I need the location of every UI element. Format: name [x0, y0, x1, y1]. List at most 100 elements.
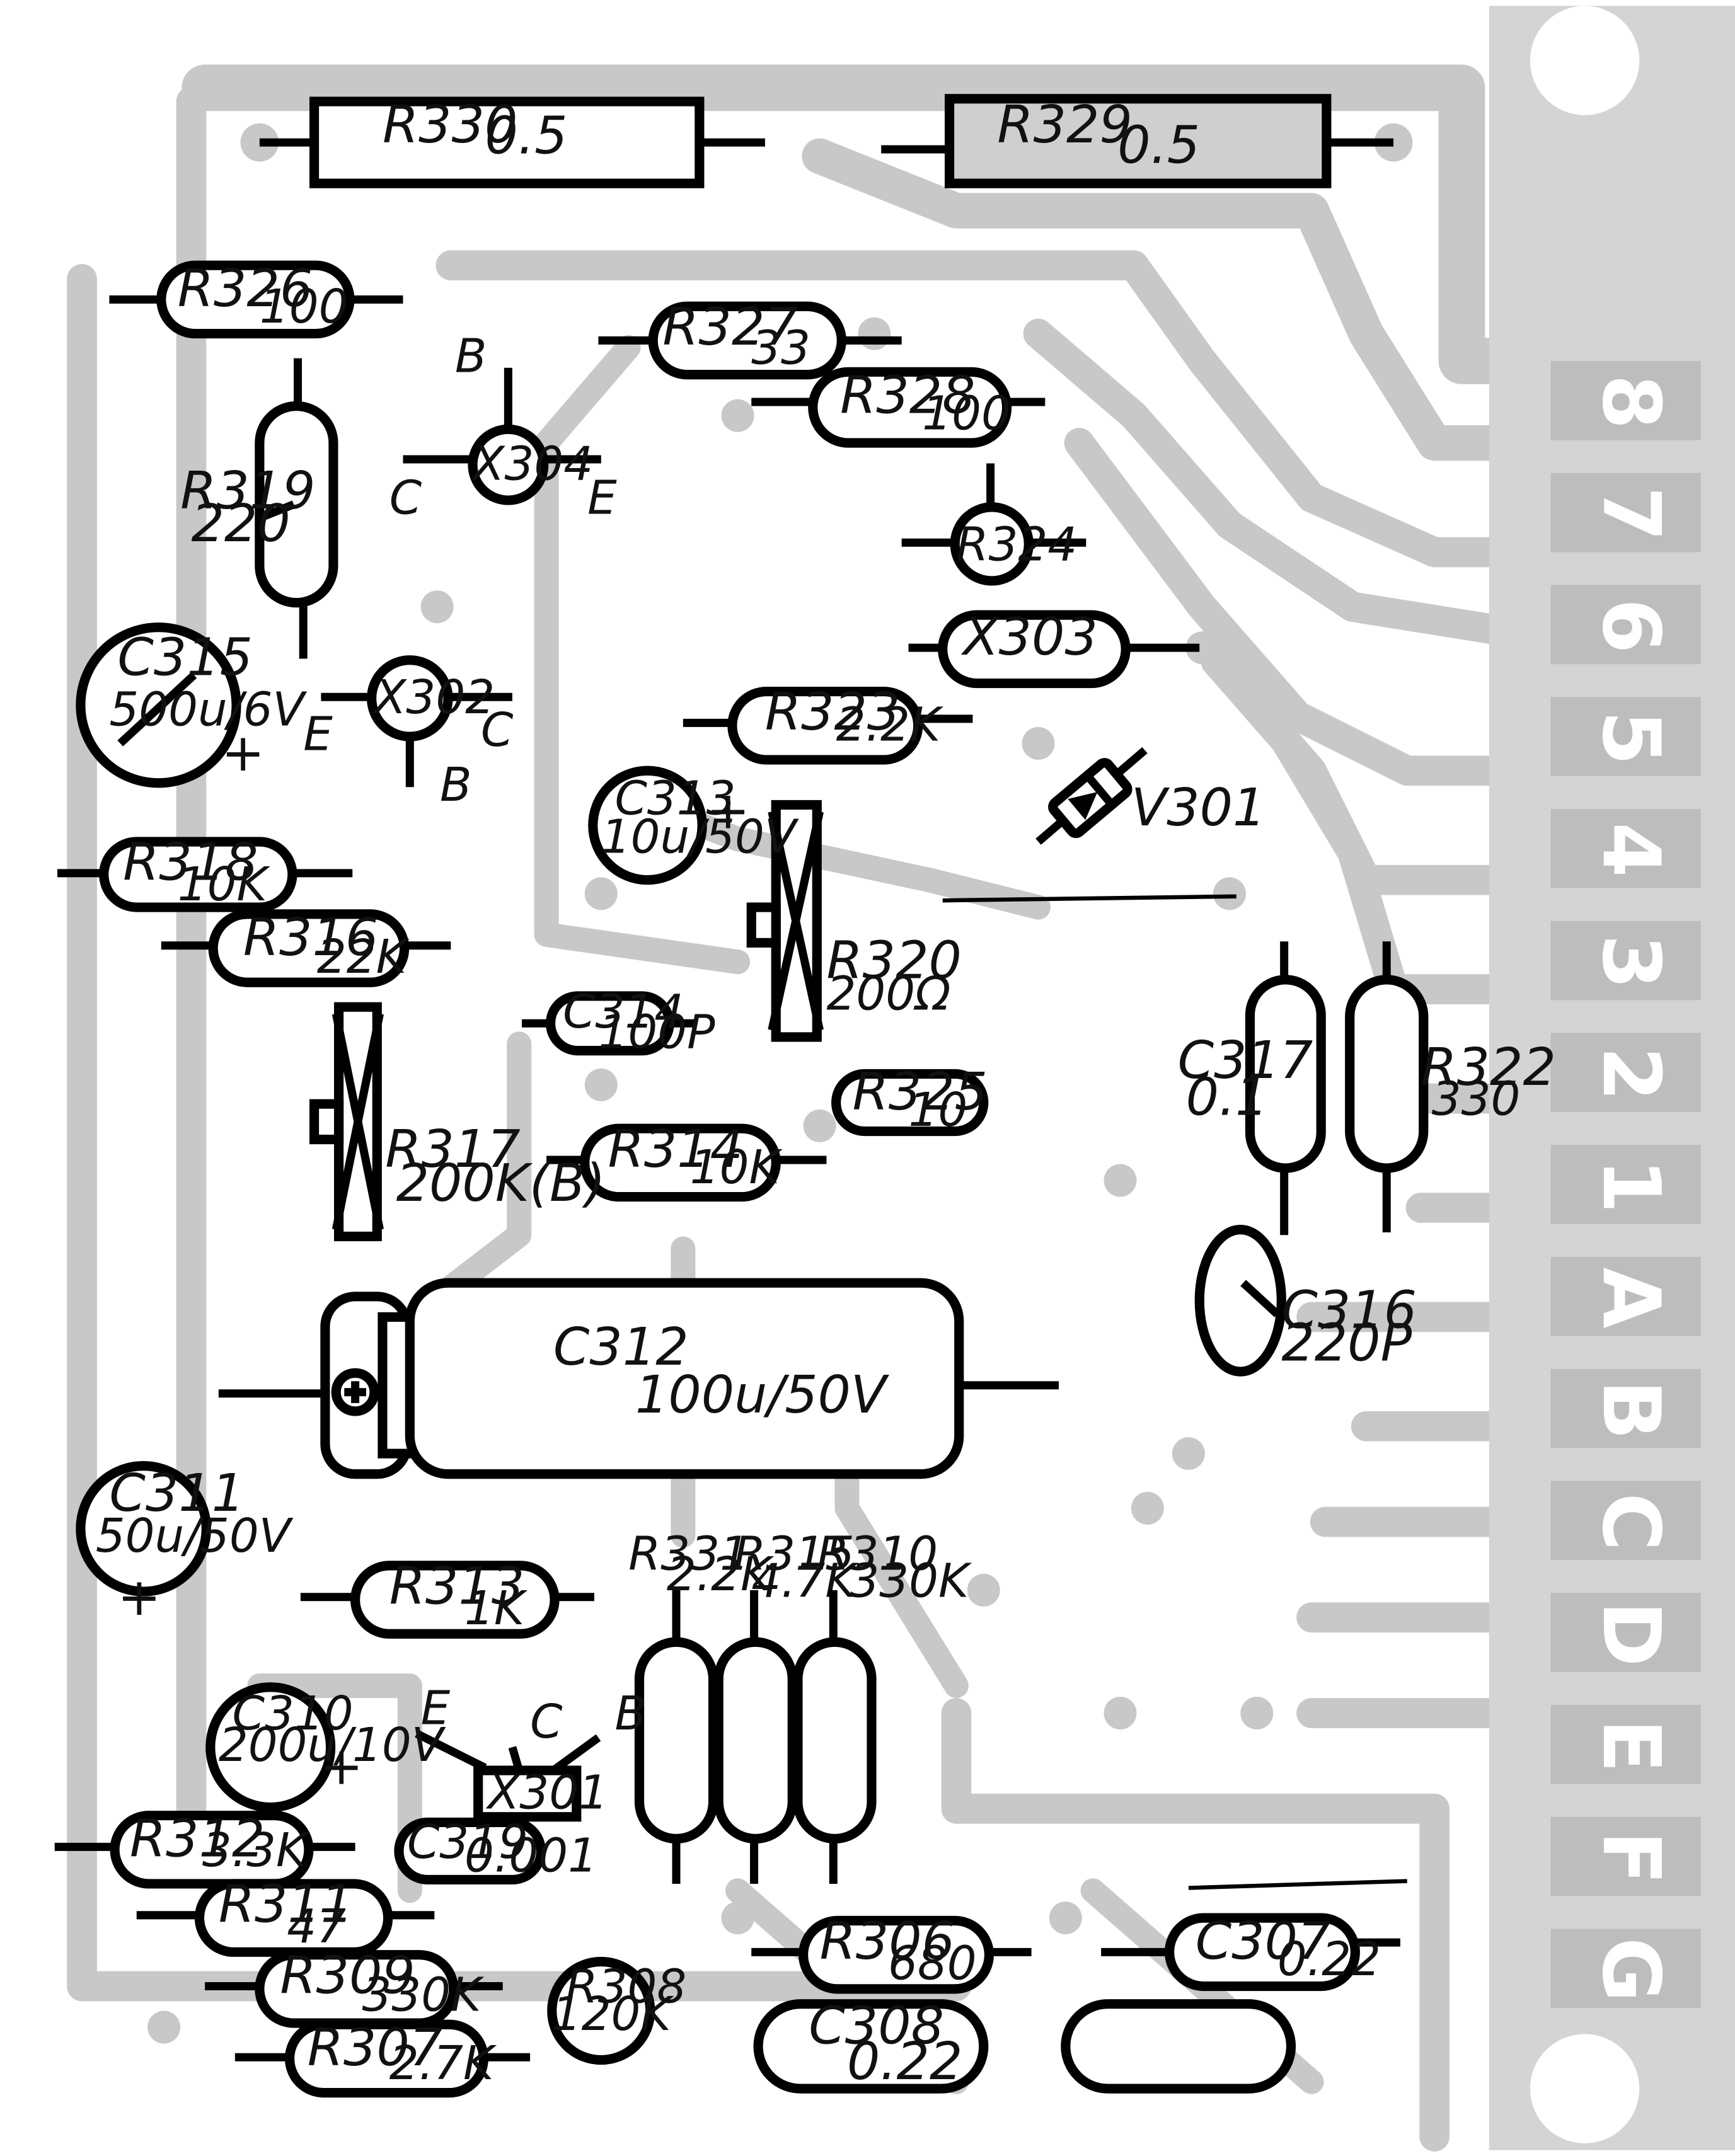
capacitor-c317: R325 10: [831, 1062, 989, 1137]
r312-ref: R312: [130, 1809, 265, 1869]
edge-pin-label: E: [1585, 1719, 1678, 1773]
x302-pin-b: B: [440, 759, 472, 812]
r311-ref: R311: [219, 1875, 354, 1935]
c315-polarity: +: [221, 723, 265, 783]
edge-pin-label: D: [1585, 1601, 1678, 1666]
edge-pin-label: 5: [1585, 710, 1678, 765]
resistor-r319: R319 220: [180, 358, 338, 659]
c313-ref: C313: [614, 772, 735, 826]
capacitor-c315: C315 500u/6V +: [76, 622, 307, 788]
c312-value: 100u/50V: [635, 1365, 890, 1425]
c314-ref: C314: [563, 985, 684, 1039]
resistor-r318: R318 10K: [57, 833, 353, 912]
c310-ref: C310: [233, 1687, 354, 1741]
edge-pin-pad: [1550, 808, 1701, 888]
capacitor-c310: C310 200u/10V +: [205, 1682, 446, 1813]
r330-value: 0.5: [485, 106, 568, 166]
trimmer-r320: R320 200Ω: [746, 800, 962, 1042]
edge-pin-label: B: [1585, 1380, 1678, 1440]
trace-line: [942, 894, 1236, 903]
capacitor-c312: C312 100u/50V +: [218, 1278, 1059, 1479]
r316-ref: R316: [243, 908, 378, 968]
resistor-r315: R315 4.7K: [713, 1527, 859, 1884]
edge-pin-pad: [1550, 920, 1701, 1001]
resistor-r307: R306 680: [751, 1912, 1032, 1994]
resistor-r311: R311 47: [136, 1875, 435, 1957]
x301-pin-b: B: [614, 1687, 647, 1741]
r327-ref: R327: [662, 297, 797, 357]
capacitor-c313: C313 10u/50V +: [588, 765, 799, 885]
edge-pin-label: 7: [1585, 486, 1678, 541]
r314-ref: R322: [1421, 1038, 1555, 1098]
r326-value: 100: [260, 280, 349, 334]
x304-pin-e: E: [587, 472, 617, 525]
edge-pin-pad: [1550, 473, 1701, 553]
r306-ref: C307: [1196, 1912, 1331, 1971]
resistor-r330: R330 0.5: [259, 95, 765, 188]
resistor-r331: R331 2.2K: [628, 1527, 775, 1884]
solder-pads: [147, 123, 1413, 2044]
c315-value: 500u/6V: [109, 684, 307, 737]
x301-pin-c: C: [530, 1695, 563, 1749]
r306-value: 0.22: [1277, 1933, 1381, 1987]
edge-pin-label: F: [1585, 1831, 1678, 1885]
transistor-x303: R324: [901, 463, 1087, 586]
r326-ref: R326: [178, 259, 313, 319]
c319-ref: C319: [407, 1816, 528, 1869]
edge-pin-pad: [1550, 1481, 1701, 1561]
edge-pin-pad: [1550, 1256, 1701, 1336]
capacitor-c316: C316 220P: [1194, 1225, 1417, 1377]
v301-ref: V301: [1131, 778, 1266, 838]
edge-pin-pad: [1550, 360, 1701, 440]
capacitor-c319: C319 0.001: [394, 1816, 597, 1885]
r323-ref: R323: [765, 682, 900, 742]
edge-pin-pad: [1550, 697, 1701, 776]
edge-pin-pad: [1550, 1368, 1701, 1448]
x304-ref: X304: [470, 438, 593, 491]
resistor-r327: R327 33: [598, 297, 902, 380]
r315-ref: R315: [734, 1527, 855, 1581]
r329-ref: R329: [997, 95, 1132, 155]
c310-value: 200u/10V: [219, 1719, 446, 1772]
r327-value: 33: [751, 321, 810, 375]
resistor-r306: C307 0.22: [1101, 1912, 1400, 1992]
edge-pin-label: C: [1585, 1493, 1678, 1551]
edge-pin-pad: [1550, 1704, 1701, 1784]
edge-pin-pad: [1550, 1033, 1701, 1113]
r319-value: 220: [191, 494, 290, 554]
r312-value: 3.3K: [202, 1824, 310, 1878]
diode-v301: V301: [1035, 747, 1266, 845]
edge-pin-pad: [1550, 1593, 1701, 1672]
x302-pin-e: E: [303, 708, 333, 762]
c311-polarity: +: [117, 1568, 161, 1627]
resistor-r322: C317 0.1: [1178, 941, 1326, 1236]
c319-value: 0.001: [464, 1829, 597, 1883]
r313-ref: R313: [389, 1557, 524, 1617]
edge-pin-pad: [1550, 1929, 1701, 2009]
edge-pin-label: G: [1585, 1937, 1678, 2002]
capacitor-c307: C308 0.22: [753, 1997, 989, 2094]
r310-ref: R310: [817, 1527, 938, 1581]
c312-ref: C312: [553, 1317, 689, 1377]
c307-ref: C308: [809, 1997, 944, 2056]
c309-value: 120K: [552, 1988, 675, 2041]
r313-value: 1K: [464, 1582, 528, 1636]
r309-value: 330K: [362, 1969, 485, 2022]
edge-pin-pad: [1550, 1816, 1701, 1896]
r310-value: 330K: [850, 1555, 972, 1608]
resistor-r325: R314 10K: [546, 1120, 827, 1202]
r317-ref: R317: [385, 1120, 520, 1179]
c310-polarity: +: [320, 1737, 363, 1797]
r307-value: 680: [888, 1937, 977, 1991]
c316-value: 220P: [1281, 1314, 1412, 1373]
x302-ref: X302: [372, 671, 495, 725]
capacitor-c308: [1061, 1999, 1296, 2094]
resistor-r313: R313 1K: [300, 1557, 594, 1639]
edge-pin-pad: [1550, 585, 1701, 665]
r307-ref: R306: [820, 1912, 955, 1971]
r322-ref: C317: [1178, 1031, 1313, 1091]
c317-ref: R325: [853, 1062, 988, 1122]
resistor-r312: R312 3.3K: [54, 1809, 355, 1889]
transistor-x301: X301 E C B: [415, 1682, 647, 1822]
